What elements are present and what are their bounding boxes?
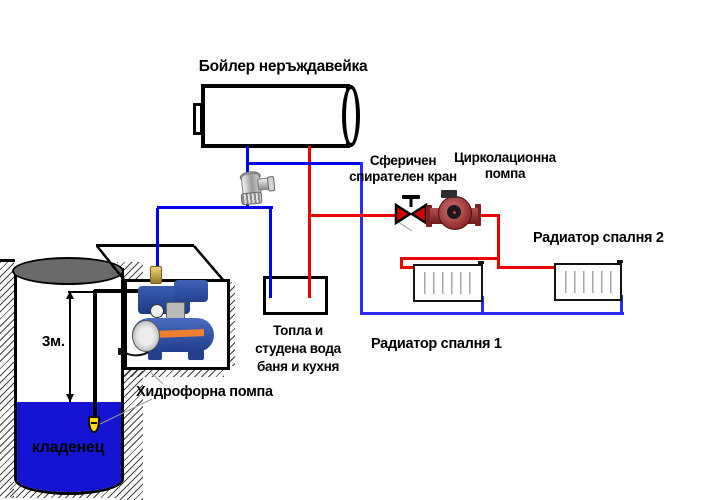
circulation-pump-label: Цирколационна помпа xyxy=(445,150,565,183)
radiator1-return-riser xyxy=(481,296,484,315)
foot-valve-leader-line xyxy=(100,399,152,424)
radiator-bedroom-1 xyxy=(413,264,483,302)
pump-flange-right xyxy=(475,204,481,226)
pressure-gauge-icon xyxy=(150,304,164,318)
pump-box-back-edge xyxy=(96,244,194,247)
tap-water-label-line3: баня и кухня xyxy=(256,359,340,375)
cold-supply-horizontal xyxy=(157,206,273,209)
boiler-tank xyxy=(201,84,350,148)
hot-radiator1-inlet xyxy=(400,266,416,269)
radiator1-bleed-valve-icon xyxy=(478,261,484,264)
tee-fitting xyxy=(234,169,276,207)
well-water xyxy=(17,402,121,492)
radiator-fins xyxy=(420,272,476,294)
shutoff-valve-label: Сферичен спирателен кран xyxy=(343,153,463,186)
hot-radiator1-drop xyxy=(400,257,403,269)
ball-valve-icon xyxy=(394,195,428,226)
hot-branch-to-radiator1 xyxy=(400,257,500,260)
tank-end-cap xyxy=(132,320,160,352)
pump-face-dot xyxy=(452,210,456,214)
cold-pipe-boiler-inlet xyxy=(246,146,249,174)
ground-line xyxy=(0,259,15,262)
boiler-end-cap xyxy=(342,85,360,147)
radiator1-label: Радиатор спалня 1 xyxy=(371,336,502,352)
pump-leader-line xyxy=(150,372,163,384)
valve-scratch-line xyxy=(398,222,412,231)
hydrophore-label: Хидрофорна помпа xyxy=(136,384,273,400)
measure-arrow-down-icon xyxy=(65,394,74,402)
suction-pipe-vertical xyxy=(93,290,97,418)
pump-head xyxy=(174,280,208,302)
radiator2-label: Радиатор спалня 2 xyxy=(533,230,664,246)
well-label: кладенец xyxy=(31,439,105,456)
radiator2-bleed-valve-icon xyxy=(617,260,623,263)
suction-pipe-horizontal xyxy=(94,289,142,293)
hot-pipe-down-riser xyxy=(497,214,500,269)
pump-box-left-diagonal xyxy=(97,246,125,281)
measure-top-tick xyxy=(68,291,96,293)
tee-ring xyxy=(266,175,276,192)
tap-water-box xyxy=(263,276,328,315)
circulation-pump xyxy=(426,190,482,232)
power-plug xyxy=(118,348,125,355)
hot-pipe-after-pump xyxy=(479,214,500,217)
circulation-pump-label-line1: Цирколационна xyxy=(454,150,556,165)
boiler-label: Бойлер неръждавейка xyxy=(198,58,368,75)
pump-terminal-box xyxy=(441,190,457,198)
brass-check-valve xyxy=(150,266,162,284)
tap-water-label: Топла и студена вода баня и кухня xyxy=(243,322,353,377)
cold-pipe-horizontal xyxy=(246,162,363,165)
boiler-left-stub xyxy=(193,103,203,135)
cold-pipe-to-taps xyxy=(269,206,272,298)
pump-flange-left xyxy=(426,205,432,227)
tee-thread xyxy=(240,191,263,206)
cold-pipe-from-pump xyxy=(156,208,159,270)
hot-pipe-to-valve xyxy=(308,214,398,217)
pump-foot xyxy=(188,350,204,360)
measure-arrow-up-icon xyxy=(65,291,74,299)
ground-hatch-left-of-well xyxy=(0,262,14,498)
circulation-pump-label-line2: помпа xyxy=(484,166,526,182)
depth-label: 3м. xyxy=(42,333,65,350)
hot-radiator2-inlet xyxy=(497,266,557,269)
radiator2-return-riser xyxy=(620,295,623,315)
radiator-bedroom-2 xyxy=(554,263,622,301)
tap-water-label-line2: студена вода xyxy=(255,341,341,357)
tap-water-label-line1: Топла и xyxy=(273,323,323,338)
measure-line xyxy=(69,292,71,402)
return-pipe-vertical xyxy=(360,162,363,315)
radiator-fins xyxy=(561,271,615,293)
pump-foot xyxy=(148,351,162,360)
ground-hatch-below-pump-box xyxy=(120,366,224,377)
hot-pipe-boiler-to-taps xyxy=(308,146,311,298)
shutoff-valve-label-line2: спирателен кран xyxy=(349,169,457,185)
foot-valve xyxy=(88,416,100,433)
shutoff-valve-label-line1: Сферичен xyxy=(369,153,437,168)
well-lid xyxy=(12,257,124,285)
pump-box-right-diagonal xyxy=(194,246,224,281)
return-pipe-horizontal xyxy=(360,312,624,315)
hydrophore-pump xyxy=(130,278,222,364)
